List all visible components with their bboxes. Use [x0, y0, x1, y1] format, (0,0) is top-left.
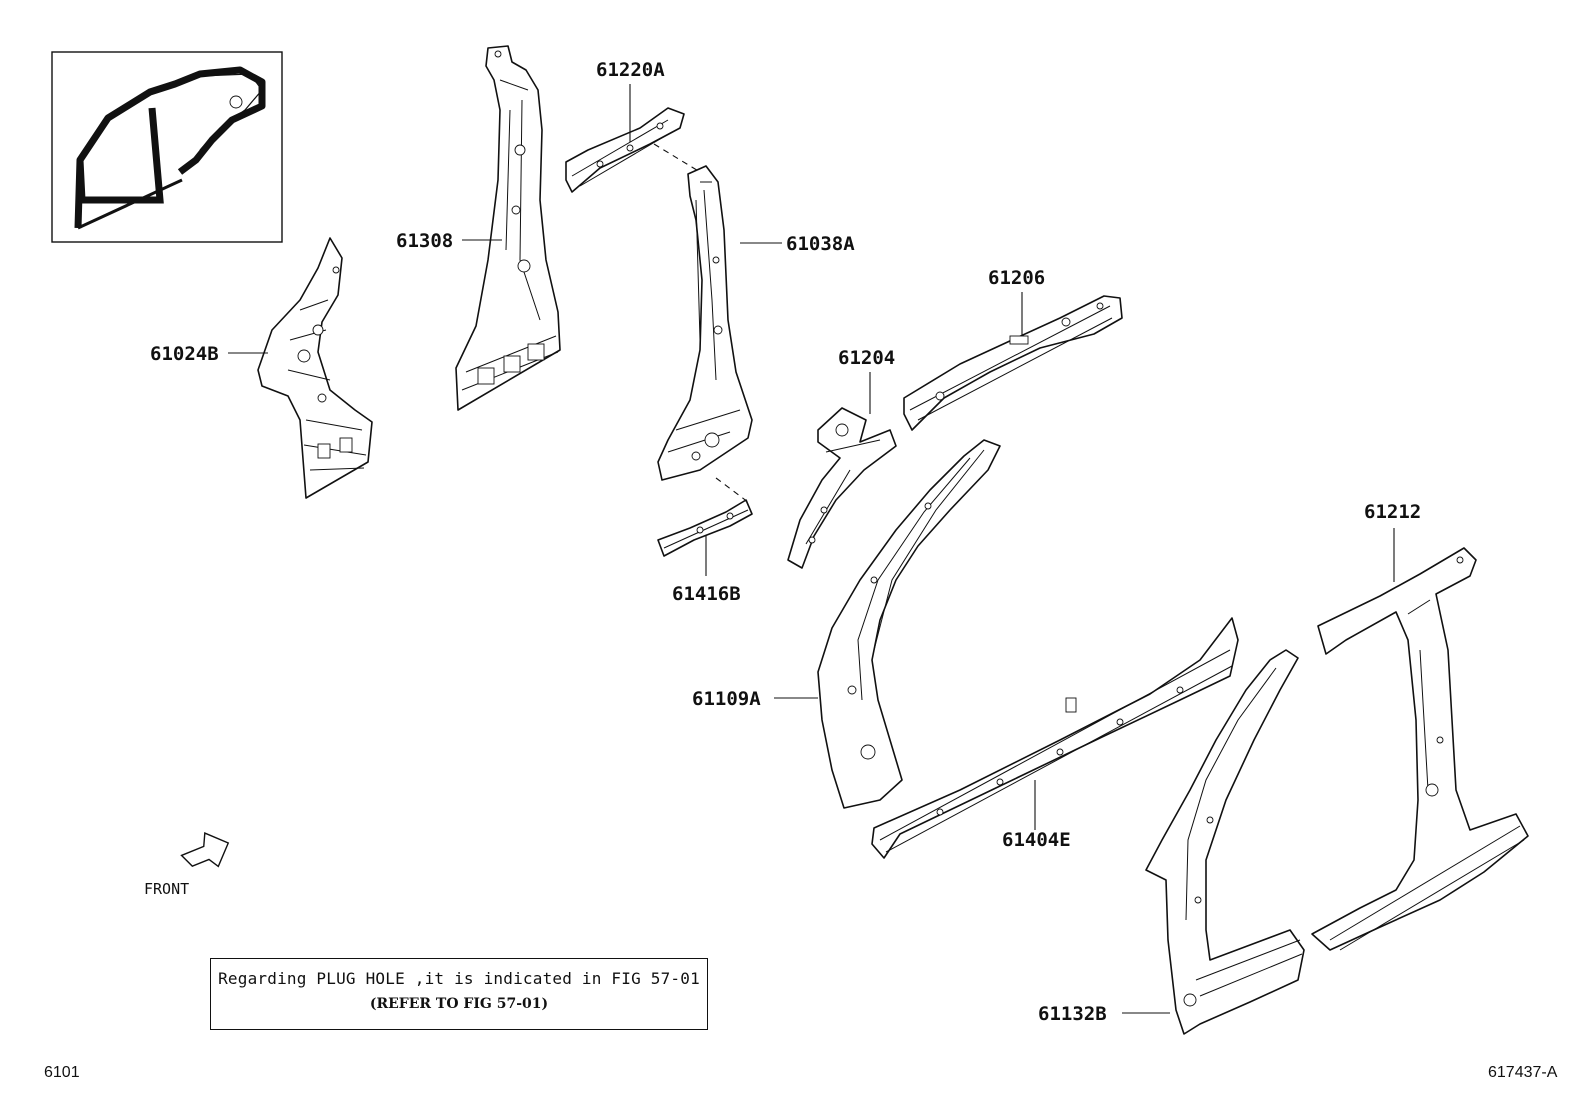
figure-code: 6101: [44, 1064, 80, 1081]
part-61308[interactable]: [455, 45, 561, 411]
part-61206[interactable]: [903, 295, 1123, 431]
illustration-code: 617437-A: [1488, 1064, 1558, 1081]
leader-lines: [228, 84, 1395, 1014]
front-arrow-icon: [180, 832, 230, 868]
label-61038A: 61038A: [786, 233, 855, 255]
part-61416B[interactable]: [657, 499, 753, 557]
note-line-1: Regarding PLUG HOLE ,it is indicated in …: [218, 969, 700, 988]
label-61308: 61308: [396, 230, 453, 252]
label-61024B: 61024B: [150, 343, 219, 365]
front-direction-indicator: FRONT: [144, 832, 230, 898]
label-61416B: 61416B: [672, 583, 741, 605]
label-61220A: 61220A: [596, 59, 665, 81]
part-61220A[interactable]: [565, 107, 685, 193]
inset-overview: [51, 51, 283, 243]
label-61132B: 61132B: [1038, 1003, 1107, 1025]
part-61204[interactable]: [787, 407, 897, 569]
part-61404E[interactable]: [871, 617, 1239, 859]
front-label: FRONT: [144, 880, 189, 898]
part-61024B[interactable]: [257, 237, 373, 499]
note-line-2: (REFER TO FIG 57-01): [369, 996, 549, 1012]
plug-hole-note: Regarding PLUG HOLE ,it is indicated in …: [210, 958, 708, 1030]
label-61109A: 61109A: [692, 688, 761, 710]
callout-labels: 61024B 61308 61220A 61038A 61206 61204 6…: [150, 59, 1421, 1025]
label-61206: 61206: [988, 267, 1045, 289]
label-61404E: 61404E: [1002, 829, 1071, 851]
label-61212: 61212: [1364, 501, 1421, 523]
assembly-lines: [653, 143, 749, 503]
part-61212[interactable]: [1311, 547, 1529, 951]
label-61204: 61204: [838, 347, 895, 369]
part-61132B[interactable]: [1145, 649, 1305, 1035]
part-61109A[interactable]: [817, 439, 1001, 809]
part-61038A[interactable]: [657, 165, 753, 481]
